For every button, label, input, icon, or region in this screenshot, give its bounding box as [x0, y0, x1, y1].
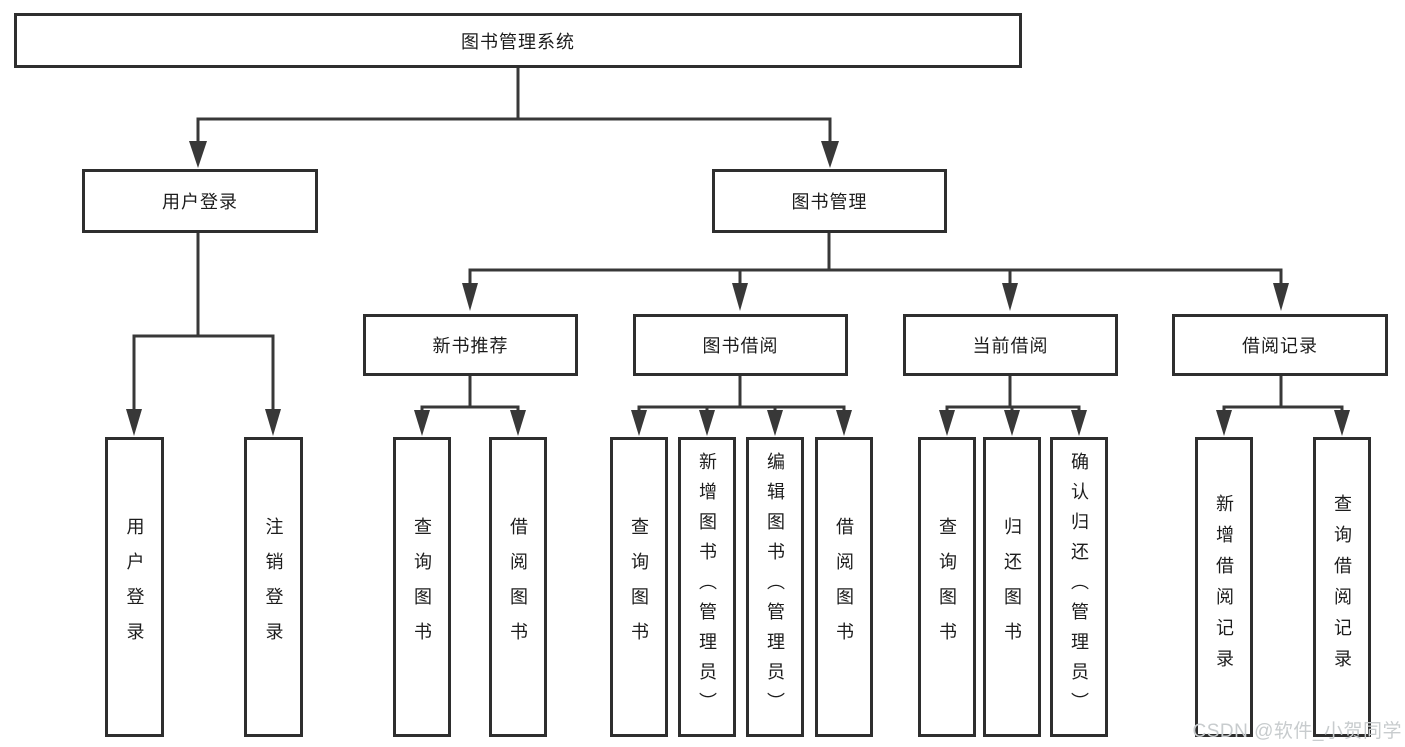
connector-current-borrow-children [945, 374, 1081, 414]
leaf-user-login: 用户登录 [105, 437, 164, 737]
leaf-return-book-label: 归还图书 [1002, 517, 1022, 657]
node-current-borrow: 当前借阅 [903, 314, 1118, 376]
leaf-add-book-admin-label: 新增图书（管理员） [697, 452, 717, 722]
node-borrow-records-label: 借阅记录 [1242, 336, 1318, 356]
leaf-query-books-3: 查询图书 [918, 437, 976, 737]
leaf-user-login-label: 用户登录 [124, 517, 145, 657]
arrowhead-current-borrow [1002, 283, 1018, 311]
arrowhead-confirm-return-admin [1071, 410, 1087, 436]
node-borrow-records: 借阅记录 [1172, 314, 1388, 376]
arrowhead-new-book-recommend [462, 283, 478, 311]
arrowhead-borrow-books-2 [836, 410, 852, 436]
leaf-return-book: 归还图书 [983, 437, 1041, 737]
leaf-borrow-books-1-label: 借阅图书 [508, 517, 528, 657]
node-book-borrow-label: 图书借阅 [702, 336, 779, 356]
leaf-borrow-books-2: 借阅图书 [815, 437, 873, 737]
connector-new-book-recommend-children [420, 374, 520, 414]
connector-borrow-records-children [1222, 374, 1344, 414]
arrowhead-query-books-1 [414, 410, 430, 436]
arrowhead-borrow-records [1273, 283, 1289, 311]
node-book-borrow: 图书借阅 [633, 314, 848, 376]
leaf-confirm-return-admin-label: 确认归还（管理员） [1069, 452, 1089, 722]
connector-user-login-children [132, 231, 275, 413]
leaf-logout-login: 注销登录 [244, 437, 303, 737]
arrowhead-leaf-user-login [126, 409, 142, 436]
node-root-label: 图书管理系统 [461, 31, 575, 52]
leaf-query-books-2: 查询图书 [610, 437, 668, 737]
arrowhead-user-login [189, 141, 207, 168]
arrowhead-query-books-2 [631, 410, 647, 436]
node-new-book-recommend: 新书推荐 [363, 314, 578, 376]
node-book-management-label: 图书管理 [791, 192, 868, 212]
arrowhead-edit-book-admin [767, 410, 783, 436]
arrowhead-borrow-books-1 [510, 410, 526, 436]
leaf-query-books-1-label: 查询图书 [412, 517, 432, 657]
csdn-watermark: CSDN @软件_小贺同学 [1192, 721, 1402, 742]
leaf-logout-login-label: 注销登录 [263, 517, 284, 657]
leaf-borrow-books-2-label: 借阅图书 [834, 517, 854, 657]
leaf-edit-book-admin: 编辑图书（管理员） [746, 437, 804, 737]
arrowhead-return-book [1004, 410, 1020, 436]
node-current-borrow-label: 当前借阅 [972, 336, 1049, 356]
leaf-query-books-2-label: 查询图书 [629, 517, 649, 657]
connector-book-management-sections [468, 231, 1283, 287]
arrowhead-add-borrow-record [1216, 410, 1232, 436]
connector-book-borrow-children [637, 374, 846, 414]
connector-root-to-level2 [196, 66, 832, 145]
arrowhead-add-book-admin [699, 410, 715, 436]
leaf-confirm-return-admin: 确认归还（管理员） [1050, 437, 1108, 737]
leaf-query-borrow-record-label: 查询借阅记录 [1332, 494, 1352, 680]
node-user-login: 用户登录 [82, 169, 318, 233]
arrowhead-query-books-3 [939, 410, 955, 436]
leaf-add-borrow-record: 新增借阅记录 [1195, 437, 1253, 737]
node-root-library-system: 图书管理系统 [14, 13, 1022, 68]
node-user-login-label: 用户登录 [162, 192, 238, 212]
leaf-query-borrow-record: 查询借阅记录 [1313, 437, 1371, 737]
leaf-query-books-1: 查询图书 [393, 437, 451, 737]
leaf-borrow-books-1: 借阅图书 [489, 437, 547, 737]
leaf-query-books-3-label: 查询图书 [937, 517, 957, 657]
leaf-add-borrow-record-label: 新增借阅记录 [1214, 494, 1234, 680]
leaf-edit-book-admin-label: 编辑图书（管理员） [765, 452, 785, 722]
arrowhead-leaf-logout [265, 409, 281, 436]
node-new-book-recommend-label: 新书推荐 [432, 336, 509, 356]
leaf-add-book-admin: 新增图书（管理员） [678, 437, 736, 737]
arrowhead-book-management [821, 141, 839, 168]
arrowhead-book-borrow [732, 283, 748, 311]
node-book-management: 图书管理 [712, 169, 947, 233]
arrowhead-query-borrow-record [1334, 410, 1350, 436]
